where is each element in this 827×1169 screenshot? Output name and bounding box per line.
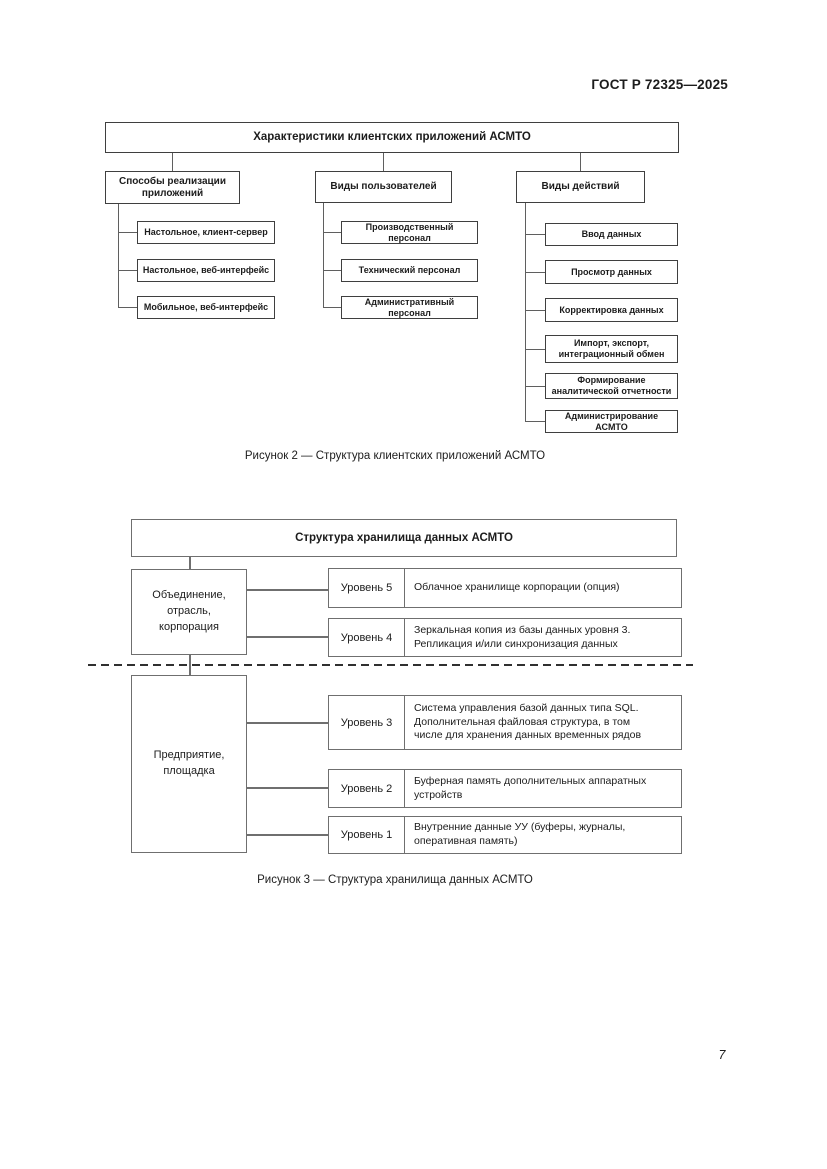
- figure3-level-row: Уровень 2 Буферная память дополнительных…: [328, 769, 682, 808]
- figure2-leaf-box: Настольное, клиент-сервер: [137, 221, 275, 244]
- level-description: Буферная память дополнительных аппаратны…: [414, 774, 647, 801]
- level-label: Уровень 5: [329, 569, 405, 607]
- figure2-leaf-box: Импорт, экспорт, интеграционный обмен: [545, 335, 678, 363]
- connector-line: [525, 421, 545, 422]
- connector-line: [525, 203, 526, 421]
- scope-boundary-dashed-line: [88, 664, 693, 666]
- figure3-level-row: Уровень 1 Внутренние данные УУ (буферы, …: [328, 816, 682, 854]
- figure3-scope-lower-box: Предприятие, площадка: [131, 675, 247, 853]
- level-description: Система управления базой данных типа SQL…: [414, 701, 642, 742]
- figure3-level-row: Уровень 3 Система управления базой данны…: [328, 695, 682, 750]
- figure3-level-row: Уровень 5 Облачное хранилище корпорации …: [328, 568, 682, 608]
- figure2-leaf-box: Настольное, веб-интерфейс: [137, 259, 275, 282]
- level-label: Уровень 1: [329, 817, 405, 853]
- connector-line: [189, 557, 191, 569]
- connector-line: [118, 307, 137, 308]
- connector-line: [323, 232, 341, 233]
- figure2-leaf-box: Технический персонал: [341, 259, 478, 282]
- level-label: Уровень 3: [329, 696, 405, 749]
- page-number: 7: [718, 1048, 726, 1062]
- connector-line: [525, 349, 545, 350]
- connector-line: [323, 270, 341, 271]
- figure2-branch-title: Виды действий: [516, 171, 645, 203]
- figure2-leaf-box: Производственный персонал: [341, 221, 478, 244]
- connector-line: [383, 153, 384, 171]
- level-description: Облачное хранилище корпорации (опция): [414, 581, 620, 594]
- connector-line: [247, 787, 328, 789]
- connector-line: [323, 203, 324, 307]
- connector-line: [525, 272, 545, 273]
- level-description: Внутренние данные УУ (буферы, журналы, о…: [414, 821, 626, 847]
- figure2-branch-title: Виды пользователей: [315, 171, 452, 203]
- level-description: Зеркальная копия из базы данных уровня 3…: [414, 623, 631, 650]
- figure2-leaf-box: Просмотр данных: [545, 260, 678, 284]
- document-code-header: ГОСТ Р 72325—2025: [591, 77, 728, 92]
- connector-line: [525, 234, 545, 235]
- figure3-title-box: Структура хранилища данных АСМТО: [131, 519, 677, 557]
- figure2-branch-title: Способы реализации приложений: [105, 171, 240, 204]
- connector-line: [525, 310, 545, 311]
- connector-line: [323, 307, 341, 308]
- level-label: Уровень 2: [329, 770, 405, 807]
- figure2-leaf-box: Ввод данных: [545, 223, 678, 246]
- connector-line: [118, 204, 119, 307]
- connector-line: [247, 589, 328, 591]
- connector-line: [580, 153, 581, 171]
- figure3-level-row: Уровень 4 Зеркальная копия из базы данны…: [328, 618, 682, 657]
- connector-line: [118, 232, 137, 233]
- figure3-scope-upper-box: Объединение, отрасль, корпорация: [131, 569, 247, 655]
- figure2-leaf-box: Формирование аналитической отчетности: [545, 373, 678, 399]
- connector-line: [247, 834, 328, 836]
- level-label: Уровень 4: [329, 619, 405, 656]
- figure2-leaf-box: Корректировка данных: [545, 298, 678, 322]
- figure2-leaf-box: Административный персонал: [341, 296, 478, 319]
- figure2-leaf-box: Мобильное, веб-интерфейс: [137, 296, 275, 319]
- figure2-caption: Рисунок 2 — Структура клиентских приложе…: [244, 450, 546, 462]
- connector-line: [118, 270, 137, 271]
- connector-line: [247, 636, 328, 638]
- scope-upper-label: Объединение, отрасль, корпорация: [152, 589, 226, 633]
- scope-lower-label: Предприятие, площадка: [153, 749, 225, 777]
- figure2-root-box: Характеристики клиентских приложений АСМ…: [105, 122, 679, 153]
- connector-line: [247, 722, 328, 724]
- connector-line: [525, 386, 545, 387]
- figure2-leaf-box: Администрирование АСМТО: [545, 410, 678, 433]
- connector-line: [172, 153, 173, 171]
- figure3-caption: Рисунок 3 — Структура хранилища данных А…: [257, 874, 533, 886]
